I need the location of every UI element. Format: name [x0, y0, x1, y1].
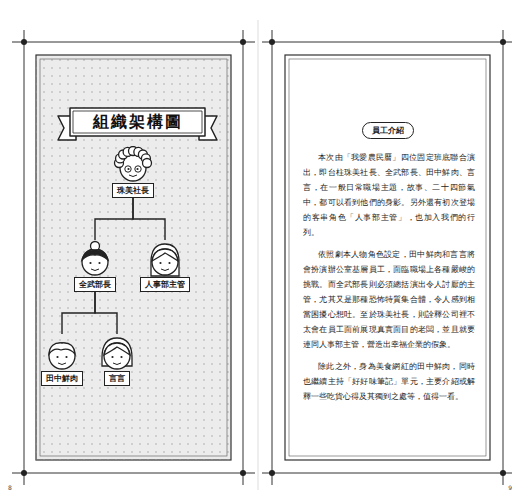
- person-node: 田中鮮肉: [41, 334, 83, 386]
- page-number: 9: [508, 484, 512, 491]
- hierarchy-connector: [95, 198, 133, 240]
- name-label: 田中鮮肉: [41, 371, 83, 386]
- section-heading-pill: 員工介紹: [362, 122, 414, 139]
- character-face: [113, 146, 153, 184]
- hierarchy-connector: [62, 292, 95, 334]
- hierarchy-connector: [133, 198, 165, 240]
- person-node: 全武部長: [74, 240, 116, 292]
- body-paragraph: 除此之外，身為美食網紅的田中鮮肉，同時也繼續主持「好好味筆記」單元，主要介紹或解…: [303, 359, 475, 404]
- name-label: 言言: [104, 371, 130, 386]
- chart-title: 組織架構圖: [73, 111, 202, 133]
- person-node: 珠美社長: [112, 146, 154, 198]
- heading-text: 員工介紹: [362, 122, 414, 139]
- body-paragraph: 依照劇本人物角色設定，田中鮮肉和言言將會扮演辦公室基層員工，面臨職場上各種嚴峻的…: [303, 247, 475, 352]
- page-number: 8: [8, 484, 12, 491]
- character-face: [145, 240, 185, 278]
- hierarchy-connector: [95, 292, 117, 334]
- character-face: [75, 240, 115, 278]
- name-label: 人事部主管: [140, 277, 190, 292]
- character-face: [42, 334, 82, 372]
- name-label: 珠美社長: [112, 183, 154, 198]
- body-paragraph: 本次由「我愛農民曆」四位固定班底聯合演出，即台柱珠美社長、全武部長、田中鮮肉、言…: [303, 150, 475, 240]
- person-node: 人事部主管: [140, 240, 190, 292]
- character-face: [97, 334, 137, 372]
- person-node: 言言: [97, 334, 137, 386]
- name-label: 全武部長: [74, 277, 116, 292]
